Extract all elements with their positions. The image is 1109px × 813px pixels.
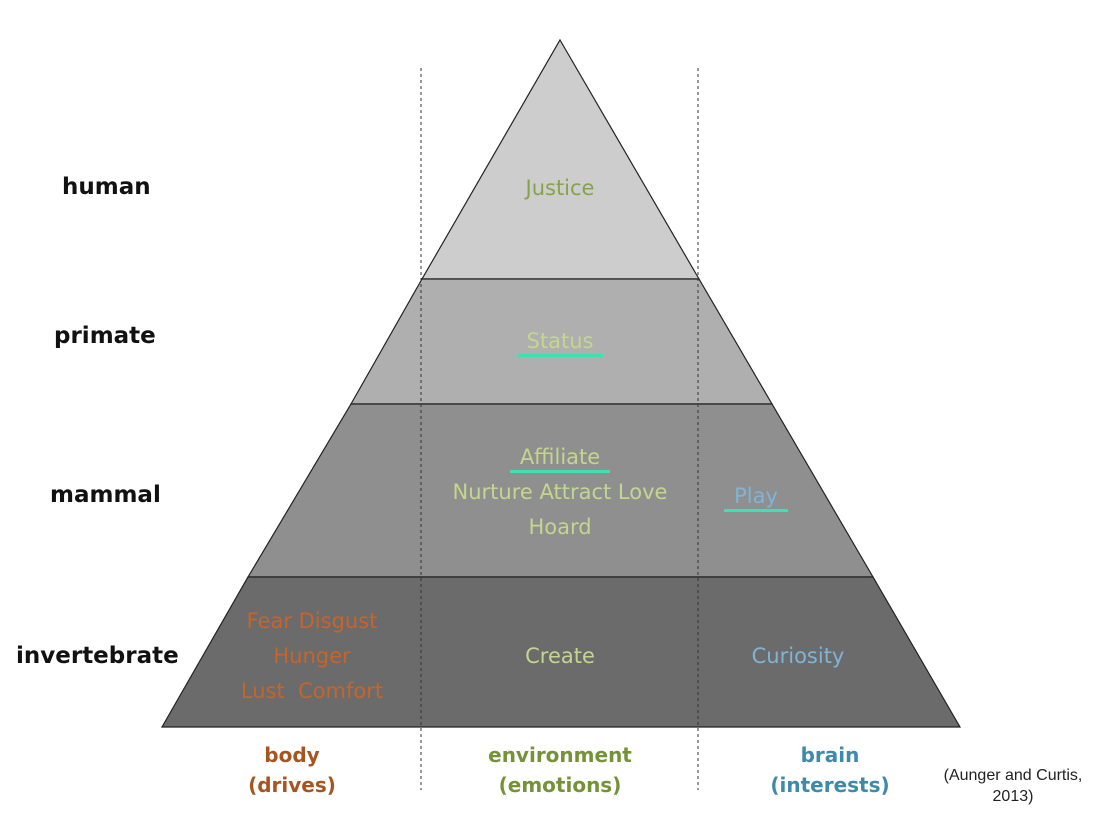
column-title: body (264, 743, 320, 767)
cell-mammal-brain: Play (706, 479, 806, 514)
cell-human-environment: Justice (440, 171, 680, 206)
tier-invertebrate (160, 576, 962, 728)
cell-invertebrate-body: Fear Disgust Hunger Lust Comfort (207, 604, 417, 709)
cell-text: Status (516, 329, 604, 357)
cell-text-hunger: Hunger (273, 644, 351, 668)
cell-text: Justice (525, 176, 595, 200)
cell-text-lust-comfort: Lust Comfort (240, 679, 384, 703)
level-label-invertebrate: invertebrate (16, 643, 179, 669)
cell-text: Curiosity (751, 644, 845, 668)
column-title: environment (488, 743, 632, 767)
tier-human (420, 38, 701, 280)
cell-text-affiliate: Affiliate (509, 445, 611, 473)
column-label-brain: brain (interests) (755, 740, 905, 800)
citation-line-2: 2013) (992, 788, 1034, 805)
citation: (Aunger and Curtis, 2013) (925, 765, 1101, 807)
cell-text-nurture: Nurture Attract Love (452, 480, 668, 504)
column-subtitle: (interests) (770, 773, 890, 797)
cell-invertebrate-environment: Create (440, 639, 680, 674)
citation-line-1: (Aunger and Curtis, (943, 767, 1083, 784)
column-label-environment: environment (emotions) (450, 740, 670, 800)
cell-text-fear-disgust: Fear Disgust (246, 609, 378, 633)
column-subtitle: (drives) (248, 773, 336, 797)
cell-mammal-environment: Affiliate Nurture Attract Love Hoard (420, 440, 700, 545)
cell-text: Create (525, 644, 595, 668)
level-label-human: human (62, 174, 151, 200)
cell-text-hoard: Hoard (528, 515, 592, 539)
column-title: brain (800, 743, 860, 767)
cell-text: Play (724, 484, 788, 512)
column-subtitle: (emotions) (498, 773, 622, 797)
column-label-body: body (drives) (217, 740, 367, 800)
level-label-primate: primate (54, 323, 156, 349)
cell-primate-environment: Status (440, 324, 680, 359)
level-label-mammal: mammal (50, 482, 161, 508)
cell-invertebrate-brain: Curiosity (710, 639, 886, 674)
